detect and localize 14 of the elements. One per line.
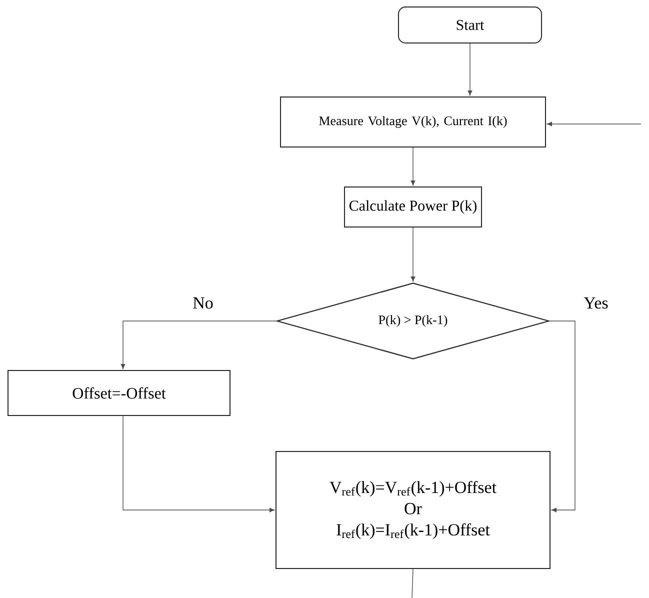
process-box: Calculate Power P(k)	[344, 186, 482, 228]
process-box: Offset=-Offset	[8, 370, 230, 416]
arrow	[410, 227, 416, 282]
edge-label: No	[192, 296, 214, 310]
arrow	[122, 416, 275, 512]
arrow	[468, 43, 472, 96]
start-box: Start	[398, 6, 542, 44]
arrow	[120, 320, 277, 370]
edge-label: Yes	[582, 296, 610, 310]
arrow	[546, 122, 642, 126]
arrow	[410, 147, 416, 186]
arrow	[549, 320, 576, 512]
process-box: V$_{ref}$(k)=V$_{ref}$(k-1)+Offset Or I$_{ref}$(k)=I$_{ref}$(k-1)+Offset	[276, 451, 550, 569]
process-box: Measure Voltage V(k), Current I(k)	[280, 96, 546, 148]
